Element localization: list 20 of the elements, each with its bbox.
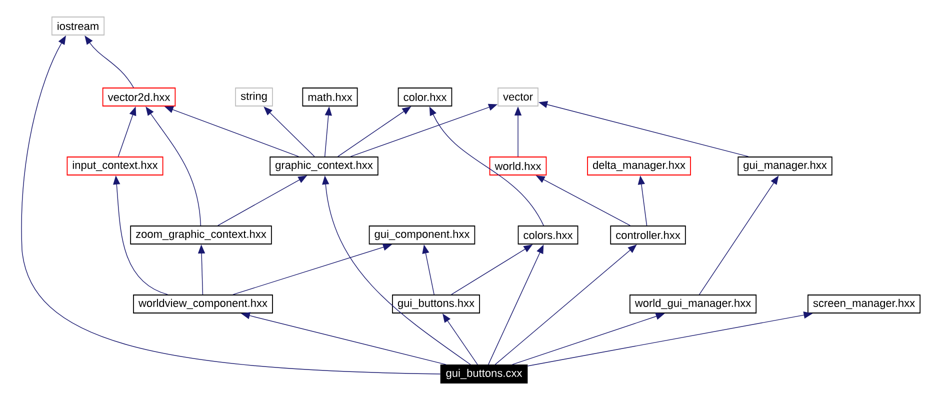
file-box: math.hxx	[302, 88, 358, 106]
file-box: graphic_context.hxx	[270, 156, 378, 176]
file-box: delta_manager.hxx	[587, 156, 691, 176]
file-box: colors.hxx	[518, 226, 578, 244]
file-box: screen_manager.hxx	[808, 294, 921, 314]
file-box: string	[235, 88, 273, 106]
file-box: gui_component.hxx	[368, 226, 476, 244]
file-box: input_context.hxx	[66, 156, 164, 176]
file-box: world.hxx	[489, 156, 547, 176]
file-box: gui_manager.hxx	[738, 156, 832, 176]
file-box: color.hxx	[398, 88, 452, 106]
file-box: zoom_graphic_context.hxx	[130, 226, 272, 244]
root-file-box: gui_buttons.cxx	[440, 364, 528, 384]
file-box: iostream	[51, 16, 105, 36]
file-box: worldview_component.hxx	[133, 294, 273, 314]
file-box: controller.hxx	[610, 226, 686, 244]
file-box: vector	[498, 88, 538, 106]
file-box: vector2d.hxx	[102, 88, 176, 106]
file-box: world_gui_manager.hxx	[629, 294, 757, 314]
file-box: gui_buttons.hxx	[392, 294, 480, 314]
